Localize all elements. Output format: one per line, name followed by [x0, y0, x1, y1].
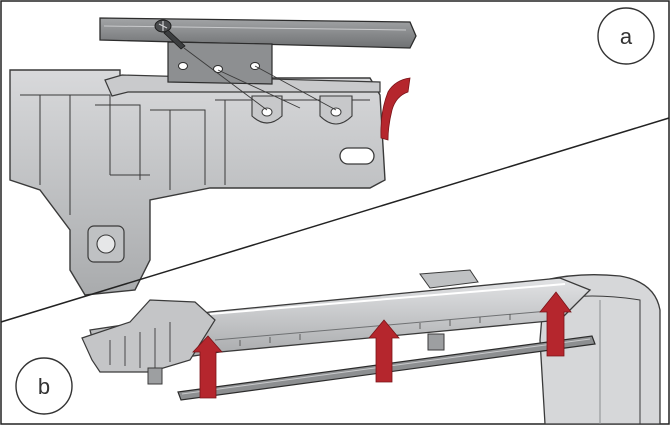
alignment-lines [183, 47, 337, 111]
arrow-up-icon [368, 319, 400, 383]
left-foot [147, 367, 163, 385]
bracket-plate [167, 41, 273, 85]
panel-b-label: b [38, 374, 50, 399]
left-end-bracket [81, 299, 216, 373]
mount-slot [339, 147, 375, 165]
plate-hole-1 [178, 62, 188, 70]
mid-foot [427, 333, 445, 351]
left-bracket-ribs [109, 322, 171, 368]
panel-a-badge: a [597, 7, 655, 65]
panel-a [9, 17, 417, 296]
mount-hole-right [330, 107, 342, 117]
housing-ribs [20, 94, 370, 215]
lower-boss-hole [96, 234, 116, 254]
panel-b [81, 269, 661, 425]
top-bar-highlight [103, 25, 407, 31]
arrow-up-icon [192, 335, 223, 399]
curved-arrow-icon [380, 77, 411, 141]
panel-divider [0, 117, 670, 323]
arrow-up-icon [539, 291, 572, 357]
rail-carriage [419, 269, 479, 289]
panel-b-badge: b [15, 357, 73, 415]
mount-hole-left [261, 107, 273, 117]
screw-icon [154, 19, 186, 50]
panel-a-label: a [620, 24, 633, 49]
rail-highlight [209, 283, 566, 315]
rail-teeth [239, 314, 511, 346]
